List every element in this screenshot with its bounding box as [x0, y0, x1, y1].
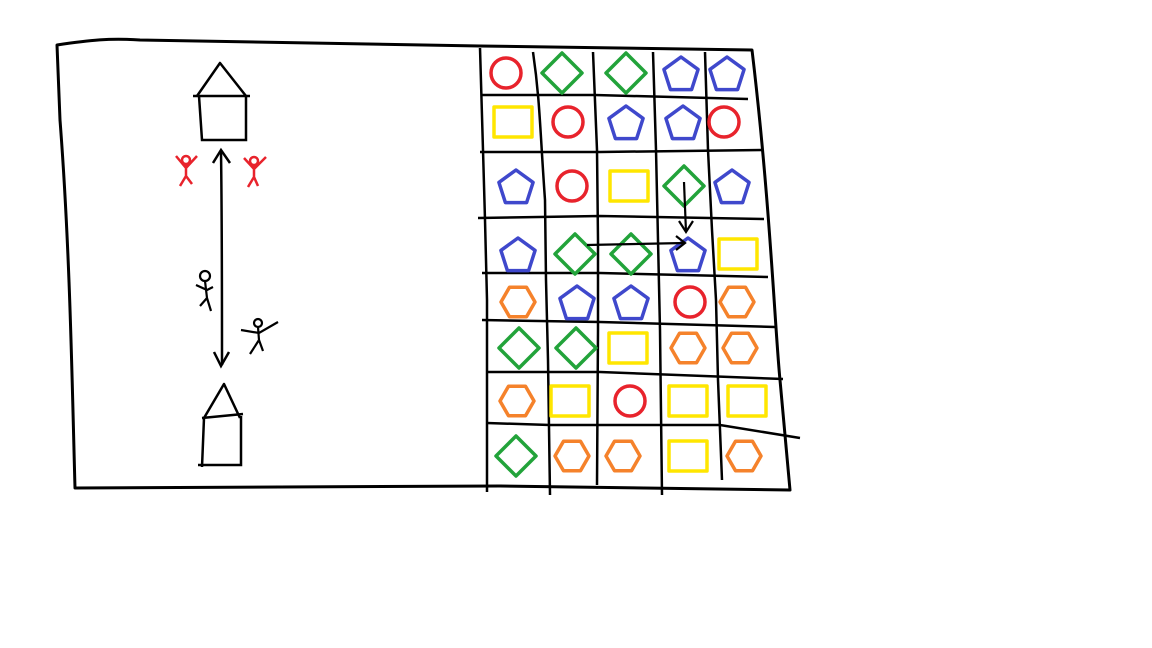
gem-circle-red-icon[interactable] [613, 384, 647, 418]
gem-square-yellow-icon[interactable] [717, 237, 759, 271]
gem-pentagon-blue-icon[interactable] [669, 236, 707, 273]
board-pieces [489, 51, 768, 478]
base-top-body [193, 94, 250, 142]
gem-diamond-green-icon[interactable] [553, 232, 597, 276]
gem-pentagon-blue-icon[interactable] [662, 55, 700, 92]
gem-hexagon-orange-icon[interactable] [669, 331, 707, 365]
swap-hint-arrow-down-icon [682, 181, 688, 233]
gem-hexagon-orange-icon[interactable] [499, 285, 537, 319]
gem-pentagon-blue-icon[interactable] [497, 168, 535, 205]
gem-square-yellow-icon[interactable] [492, 105, 534, 139]
match-board [477, 47, 801, 496]
gem-pentagon-blue-icon[interactable] [713, 168, 751, 205]
unit-red[interactable] [243, 155, 267, 188]
base-top[interactable] [193, 61, 250, 142]
gem-hexagon-orange-icon[interactable] [498, 384, 536, 418]
swap-hint-arrowhead-icon [675, 235, 687, 251]
lane-line [219, 151, 224, 366]
gem-circle-red-icon[interactable] [555, 169, 589, 203]
gem-hexagon-orange-icon[interactable] [718, 285, 756, 319]
gem-circle-red-icon[interactable] [489, 56, 523, 90]
unit-black[interactable] [240, 317, 279, 355]
battlefield [175, 61, 279, 468]
gem-square-yellow-icon[interactable] [608, 169, 650, 203]
base-bottom-roof [202, 382, 242, 419]
gem-hexagon-orange-icon[interactable] [721, 331, 759, 365]
base-bottom-body [198, 412, 244, 468]
gem-square-yellow-icon[interactable] [667, 439, 709, 473]
gem-diamond-green-icon[interactable] [540, 51, 584, 95]
gem-circle-red-icon[interactable] [707, 105, 741, 139]
gem-pentagon-blue-icon[interactable] [558, 284, 596, 321]
swap-hints [586, 181, 694, 251]
unit-black[interactable] [195, 269, 214, 312]
gem-hexagon-orange-icon[interactable] [725, 439, 763, 473]
gem-diamond-green-icon[interactable] [497, 326, 541, 370]
gem-diamond-green-icon[interactable] [554, 326, 598, 370]
lane-arrow-down-icon [212, 351, 231, 369]
swap-hint-arrowhead-icon [678, 220, 694, 235]
gem-square-yellow-icon[interactable] [607, 331, 649, 365]
gem-diamond-green-icon[interactable] [604, 51, 648, 95]
gem-pentagon-blue-icon[interactable] [664, 104, 702, 141]
game-frame [55, 37, 792, 492]
gem-circle-red-icon[interactable] [673, 285, 707, 319]
unit-red[interactable] [175, 154, 198, 187]
lane-arrow-up-icon [211, 147, 232, 164]
gem-square-yellow-icon[interactable] [726, 384, 768, 418]
gem-square-yellow-icon[interactable] [549, 384, 591, 418]
board-grid [477, 47, 801, 496]
gem-pentagon-blue-icon[interactable] [708, 55, 746, 92]
gem-hexagon-orange-icon[interactable] [604, 439, 642, 473]
gem-diamond-green-icon[interactable] [662, 164, 706, 208]
gem-pentagon-blue-icon[interactable] [607, 104, 645, 141]
gem-diamond-green-icon[interactable] [609, 232, 653, 276]
base-bottom[interactable] [198, 382, 244, 468]
base-top-roof [195, 61, 247, 97]
gem-diamond-green-icon[interactable] [494, 434, 538, 478]
swap-hint-arrow-right-icon [586, 241, 686, 247]
gem-square-yellow-icon[interactable] [667, 384, 709, 418]
gem-circle-red-icon[interactable] [551, 105, 585, 139]
gem-hexagon-orange-icon[interactable] [553, 439, 591, 473]
gem-pentagon-blue-icon[interactable] [612, 284, 650, 321]
gem-pentagon-blue-icon[interactable] [499, 236, 537, 273]
